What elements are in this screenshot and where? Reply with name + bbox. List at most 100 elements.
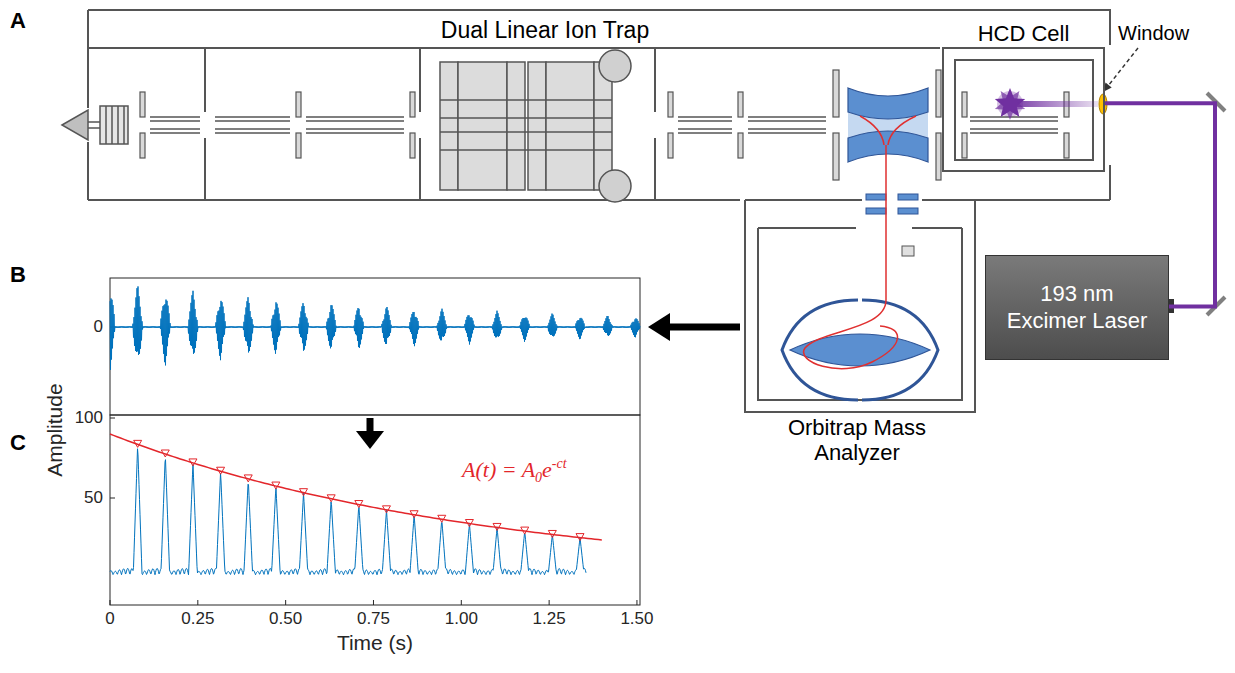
ion-path bbox=[804, 116, 916, 369]
ion-source bbox=[62, 106, 128, 144]
c-trap bbox=[848, 88, 928, 162]
lens-plate bbox=[296, 133, 301, 158]
tick-label: 1.25 bbox=[533, 609, 566, 629]
tick-label: 0 bbox=[94, 317, 103, 337]
housing-wall bbox=[205, 48, 655, 200]
lens-plate bbox=[410, 92, 415, 117]
ion-source bbox=[100, 106, 128, 144]
lens-plate bbox=[738, 133, 743, 158]
peak-marker bbox=[134, 440, 584, 540]
axis-tick bbox=[110, 600, 637, 605]
housing-wall bbox=[88, 10, 1110, 200]
c-trap bbox=[848, 88, 928, 119]
lens-plate bbox=[962, 92, 967, 117]
tick-label: 1.50 bbox=[620, 609, 653, 629]
transfer-lens bbox=[866, 194, 918, 256]
ion-trap-block bbox=[440, 100, 612, 150]
hcd-inner bbox=[955, 60, 1093, 160]
lens-plate bbox=[738, 92, 743, 117]
multipole-rods bbox=[748, 117, 826, 133]
component-label: Dual Linear Ion Trap bbox=[441, 17, 649, 43]
flow-arrow bbox=[668, 324, 740, 331]
formula-text: 0 bbox=[535, 470, 542, 485]
ion-trap-block bbox=[440, 50, 631, 202]
lens-plate bbox=[1064, 133, 1069, 158]
multipole-rods bbox=[306, 117, 404, 133]
tick-label: 0 bbox=[105, 609, 114, 629]
plot bbox=[110, 278, 640, 605]
orbitrap-chamber bbox=[745, 200, 975, 412]
lens-plate bbox=[140, 133, 145, 158]
panel-letter: B bbox=[10, 262, 26, 287]
panel-letter: A bbox=[10, 8, 26, 33]
node-label: 193 nm Excimer Laser bbox=[1002, 281, 1152, 334]
flow-arrow bbox=[356, 431, 384, 449]
formula-text: A(t) = A bbox=[462, 457, 535, 482]
transfer-lens bbox=[898, 194, 918, 200]
formula-text: -ct bbox=[552, 456, 567, 471]
callout-label: Window bbox=[1118, 22, 1189, 45]
lens-plate bbox=[936, 133, 941, 180]
hcd-cell-box: HCD Cell bbox=[942, 47, 1105, 172]
transfer-lens bbox=[866, 208, 886, 214]
tick-label: 100 bbox=[75, 408, 103, 428]
leader-line bbox=[1103, 48, 1138, 92]
fit-curve bbox=[110, 434, 602, 540]
ion-trap-block bbox=[599, 50, 631, 82]
axis-title: Amplitude bbox=[43, 383, 67, 476]
orbitrap-chamber bbox=[745, 200, 975, 412]
ion-source bbox=[106, 106, 124, 144]
ion-trap-block bbox=[458, 62, 507, 190]
flow-arrow bbox=[367, 418, 374, 433]
lens-plate bbox=[668, 133, 673, 158]
envelope-signal bbox=[110, 449, 586, 575]
ion-source bbox=[88, 122, 100, 128]
lens-plate bbox=[668, 92, 673, 117]
transfer-lens bbox=[866, 194, 886, 200]
ion-trap-block bbox=[507, 62, 525, 190]
multipole-rods bbox=[215, 117, 290, 133]
lens-plate bbox=[833, 133, 839, 180]
lens-plate bbox=[140, 92, 145, 117]
orbitrap bbox=[782, 300, 938, 400]
laser-spot bbox=[1016, 101, 1098, 107]
tick-label: 0.50 bbox=[269, 609, 302, 629]
housing-wall bbox=[88, 10, 1110, 200]
transfer-lens bbox=[902, 246, 914, 256]
ion-source bbox=[62, 110, 88, 140]
hcd-inner bbox=[955, 60, 1093, 160]
panel-letter: C bbox=[10, 430, 26, 455]
laser-spot bbox=[995, 88, 1098, 120]
tick-label: 1.00 bbox=[445, 609, 478, 629]
ion-trap-block bbox=[440, 62, 458, 190]
ion-trap-block bbox=[528, 62, 546, 190]
component-label: Orbitrap Mass Analyzer bbox=[767, 415, 947, 466]
formula: A(t) = A0e-ct bbox=[462, 456, 567, 486]
tick-label: 0.75 bbox=[357, 609, 390, 629]
orbitrap-chamber bbox=[758, 228, 962, 400]
multipole-rods bbox=[970, 117, 1058, 133]
tick-label: 50 bbox=[84, 488, 103, 508]
axes-box bbox=[110, 415, 640, 605]
axis-title: Time (s) bbox=[337, 631, 413, 655]
lens-plate bbox=[296, 92, 301, 117]
multipole-rods bbox=[150, 117, 200, 133]
ion-trap-block bbox=[599, 170, 631, 202]
formula-text: e bbox=[542, 457, 552, 482]
leader-line bbox=[1108, 48, 1138, 86]
tick-label: 0.25 bbox=[181, 609, 214, 629]
transfer-lens bbox=[898, 208, 918, 214]
laser-box: 193 nm Excimer Laser bbox=[985, 255, 1169, 360]
axis-tick bbox=[110, 418, 115, 498]
transient-signal bbox=[110, 286, 640, 369]
lens-plate bbox=[833, 70, 839, 117]
lens-plate bbox=[962, 133, 967, 158]
component-label: HCD Cell bbox=[978, 21, 1070, 47]
c-trap bbox=[848, 131, 928, 162]
lens-plate bbox=[410, 133, 415, 158]
lens-plate bbox=[936, 70, 941, 117]
axes-box bbox=[110, 278, 640, 415]
laser-spot bbox=[995, 91, 1025, 120]
ion-trap-block bbox=[546, 62, 594, 190]
